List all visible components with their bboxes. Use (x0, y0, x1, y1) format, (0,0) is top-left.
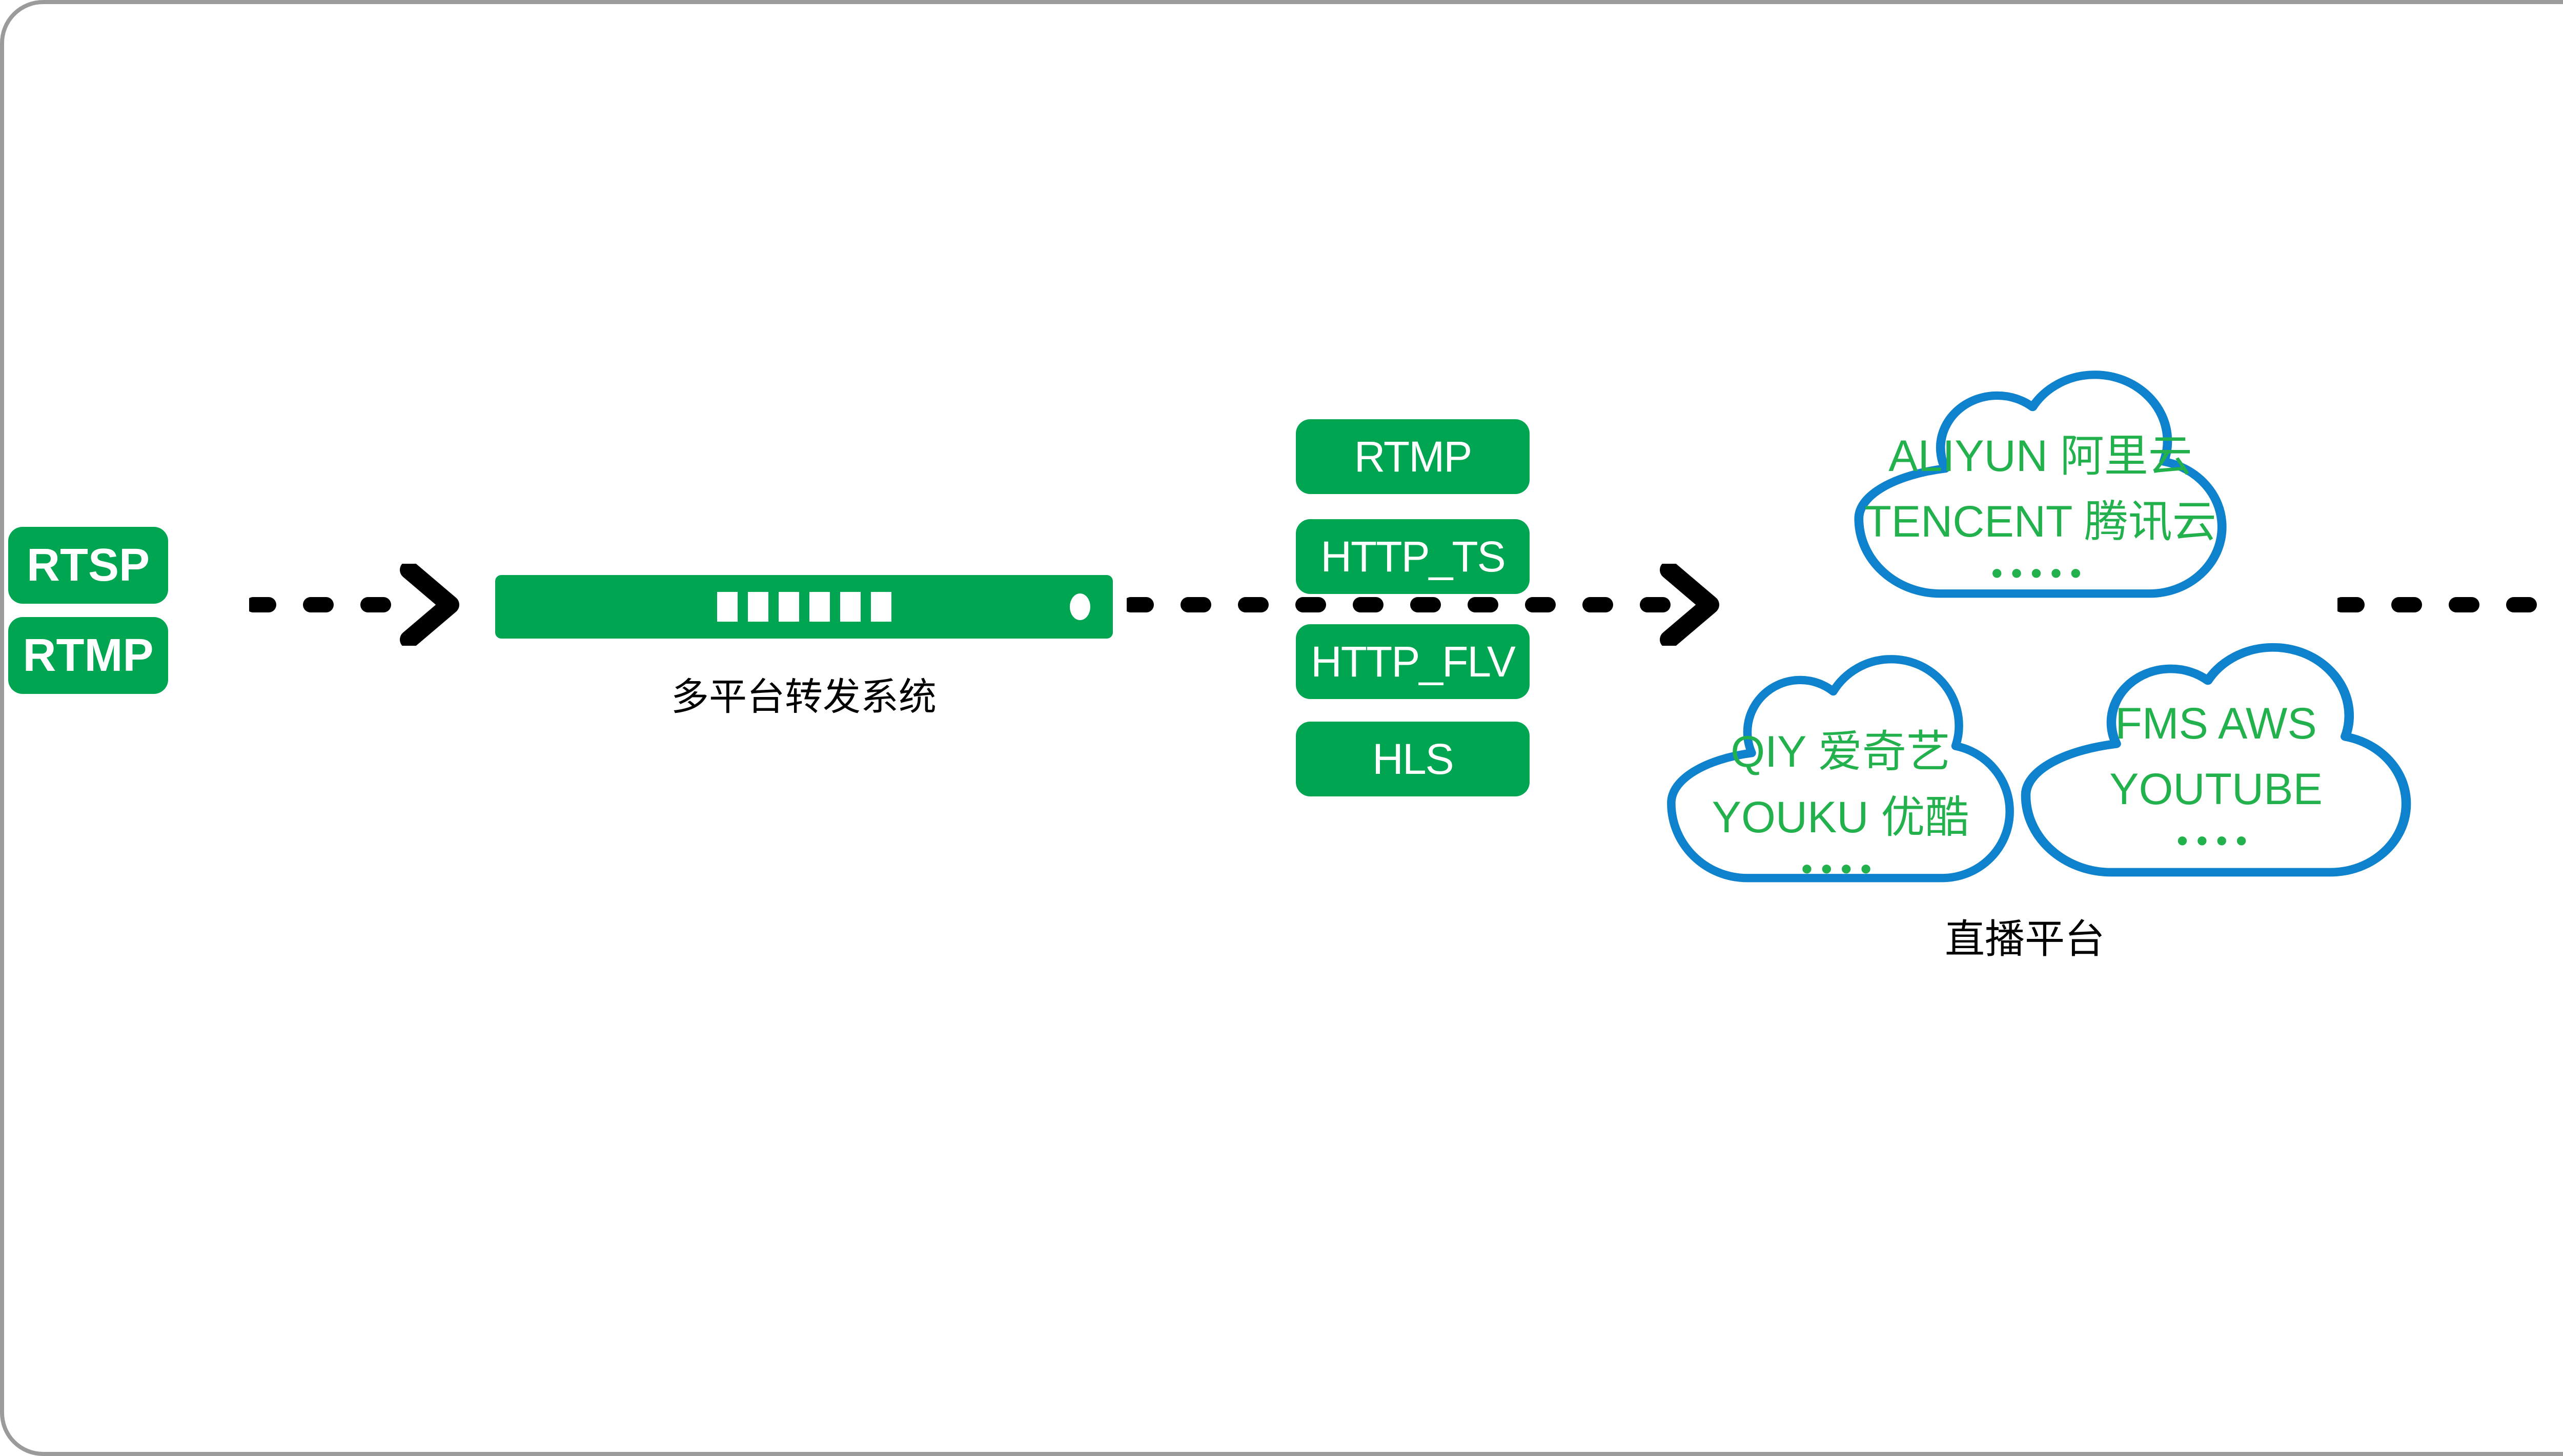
input-protocol-box-rtsp: RTSP (8, 527, 168, 604)
server-vent-slot (717, 592, 738, 622)
cloud-line-2: YOUKU 优酷 (1712, 793, 1969, 842)
cloud-fms-aws-youtube: FMS AWS YOUTUBE •••• (2019, 609, 2413, 896)
input-protocol-label: RTMP (23, 629, 154, 681)
output-protocol-label: HLS (1372, 734, 1454, 783)
platforms-caption: 直播平台 (1944, 916, 2105, 961)
cloud-dots: •••• (1801, 850, 1880, 887)
server-icon (495, 575, 1113, 639)
server-power-dot (1070, 593, 1090, 620)
server-vent-slot (778, 592, 799, 622)
output-protocol-box-http-ts: HTTP_TS (1296, 519, 1530, 594)
cloud-text: ALIYUN 阿里云 TENCENT 腾讯云 ••••• (1852, 423, 2229, 591)
cloud-text: QIY 爱奇艺 YOUKU 优酷 •••• (1665, 719, 2016, 887)
dashed-arrow-icon (2337, 597, 2563, 612)
server-vent-slot (809, 592, 830, 622)
cloud-line-1: ALIYUN 阿里云 (1888, 432, 2192, 481)
dashed-arrow-icon (249, 564, 459, 646)
input-protocol-box-rtmp: RTMP (8, 617, 168, 694)
cloud-line-1: FMS AWS (2115, 699, 2317, 748)
cloud-line-2: YOUTUBE (2109, 765, 2323, 814)
cloud-text: FMS AWS YOUTUBE •••• (2019, 691, 2413, 859)
server-vent-slot (870, 592, 891, 622)
cloud-dots: •••• (2176, 822, 2255, 859)
cloud-dots: ••••• (1991, 555, 2090, 591)
dashed-arrow-icon (1127, 564, 1719, 646)
output-protocol-box-hls: HLS (1296, 722, 1530, 796)
output-protocol-box-rtmp: RTMP (1296, 419, 1530, 494)
cloud-line-2: TENCENT 腾讯云 (1864, 497, 2216, 546)
cloud-aliyun-tencent: ALIYUN 阿里云 TENCENT 腾讯云 ••••• (1852, 337, 2229, 617)
server-vent-slot (747, 592, 768, 622)
output-protocol-label: HTTP_FLV (1311, 637, 1516, 686)
cloud-line-1: QIY 爱奇艺 (1731, 727, 1950, 776)
output-protocol-box-http-flv: HTTP_FLV (1296, 624, 1530, 699)
server-caption: 多平台转发系统 (671, 675, 937, 718)
cloud-icon (1667, 655, 2014, 883)
output-protocol-label: RTMP (1354, 432, 1472, 481)
server-vent-slot (840, 592, 861, 622)
cloud-qiy-youku: QIY 爱奇艺 YOUKU 优酷 •••• (1665, 622, 2016, 901)
output-protocol-label: HTTP_TS (1320, 532, 1506, 581)
cloud-icon (1854, 371, 2227, 598)
cloud-icon (2021, 643, 2411, 877)
input-protocol-label: RTSP (26, 539, 150, 591)
